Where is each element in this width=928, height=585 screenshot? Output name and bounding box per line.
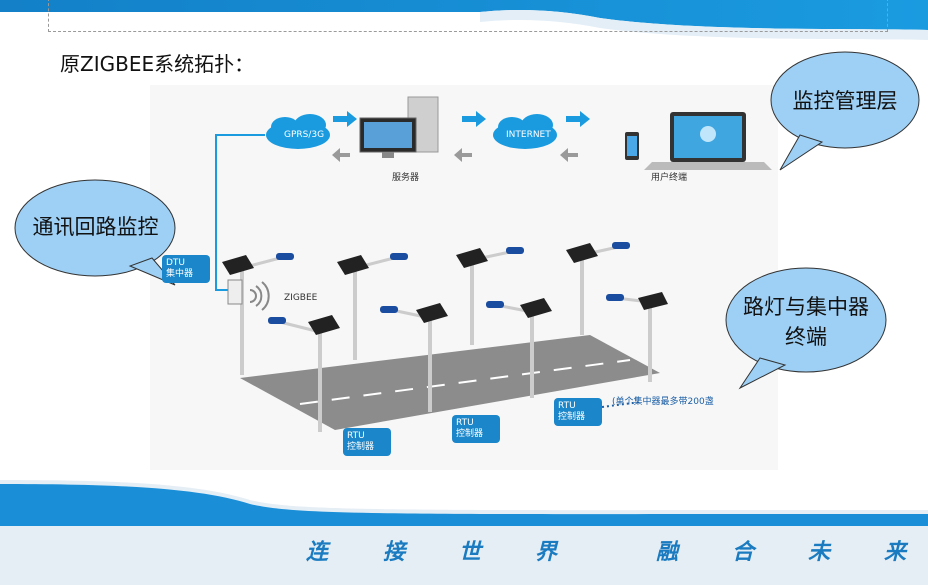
server-icon (359, 96, 439, 158)
dotted-connector (601, 401, 641, 408)
rtu-line2: 控制器 (456, 429, 484, 439)
slogan-char: 未 (808, 540, 831, 565)
concentrator-device-icon (227, 279, 270, 311)
slogan-char: 连 (306, 540, 329, 565)
callout-bubble-monitor (770, 51, 920, 171)
internet-label: INTERNET (506, 130, 551, 140)
laptop-icon (644, 112, 772, 170)
dtu-line1: DTU (166, 258, 186, 268)
callout-bubble-terminal (725, 267, 887, 390)
zigbee-label: ZIGBEE (284, 293, 318, 303)
slogan-char: 界 (535, 540, 558, 565)
rtu-controller-box: RTU 控制器 (452, 415, 500, 443)
server-label: 服务器 (392, 173, 420, 183)
street-light (606, 292, 668, 382)
rtu-line2: 控制器 (558, 412, 586, 422)
slogan-char: 融 (656, 540, 679, 565)
gprs-cloud-icon (266, 114, 330, 149)
header-dashed-frame (48, 0, 888, 32)
dtu-concentrator-box: DTU 集中器 (162, 255, 210, 283)
callout-comm-text: 通讯回路监控 (32, 215, 159, 239)
page-title: 原ZIGBEE系统拓扑： (60, 52, 255, 76)
arrow-right-icon (566, 111, 590, 127)
top-decorative-band (0, 0, 928, 40)
slogan-char: 世 (459, 540, 482, 565)
internet-cloud-icon (493, 114, 557, 149)
rtu-line1: RTU (456, 418, 474, 428)
arrow-left-icon (560, 148, 578, 162)
callout-monitor-text: 监控管理层 (792, 89, 898, 113)
rtu-line2: 控制器 (347, 442, 375, 452)
street-light (456, 247, 524, 345)
street-light (486, 298, 552, 398)
slogan-char: 来 (884, 540, 907, 565)
dtu-line2: 集中器 (166, 269, 194, 279)
arrow-right-icon (333, 111, 357, 127)
arrow-left-icon (454, 148, 472, 162)
street-light (268, 315, 340, 432)
street-light (222, 253, 294, 375)
callout-terminal-line2: 终端 (785, 325, 827, 349)
slogan-char: 合 (732, 540, 755, 565)
capacity-note: (单个集中器最多带200盏 (612, 397, 714, 407)
street-light (337, 253, 408, 360)
rtu-controller-box: RTU 控制器 (343, 428, 391, 456)
gprs-label: GPRS/3G (284, 130, 325, 140)
uplink-line (215, 134, 265, 291)
user-terminal-label: 用户终端 (651, 173, 688, 183)
callout-terminal-line1: 路灯与集中器 (743, 295, 869, 319)
street-light (380, 303, 448, 412)
arrow-left-icon (332, 148, 350, 162)
phone-icon (625, 132, 639, 160)
road (240, 335, 660, 430)
rtu-controller-box: RTU 控制器 (554, 398, 602, 426)
street-light (566, 242, 630, 335)
callout-terminal-text: 路灯与集中器 终端 (730, 292, 882, 352)
slogan-char: 接 (383, 540, 406, 565)
bottom-decorative-band (0, 480, 928, 585)
rtu-line1: RTU (347, 431, 365, 441)
arrow-right-icon (462, 111, 486, 127)
rtu-line1: RTU (558, 401, 576, 411)
